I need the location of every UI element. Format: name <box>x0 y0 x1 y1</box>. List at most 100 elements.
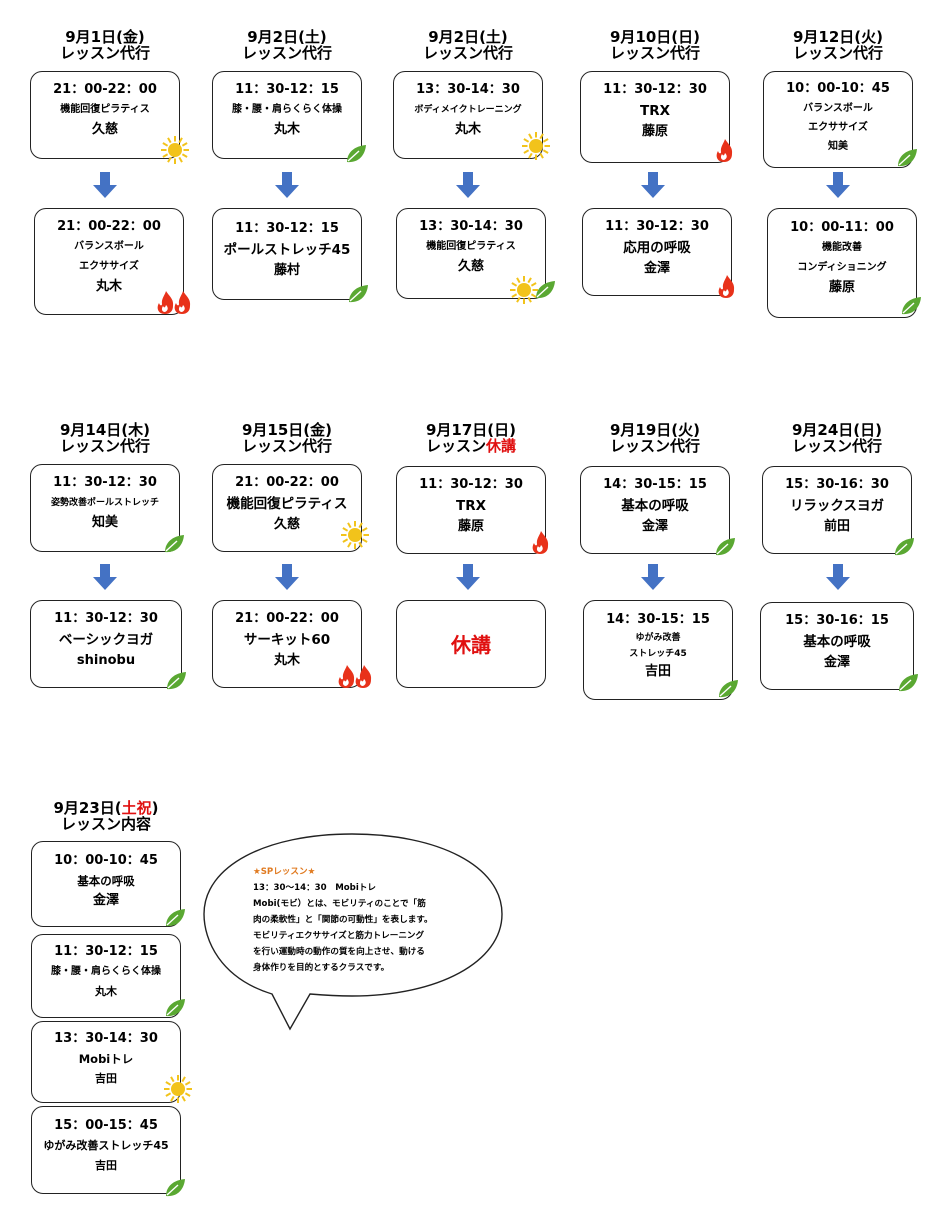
lesson-name: バランスボール <box>803 103 873 114</box>
instructor-name: 藤原 <box>457 519 484 534</box>
bubble-line: 肉の柔軟性」と「関節の可動性」を表します。 <box>253 915 433 925</box>
instructor-name: 金澤 <box>641 519 668 534</box>
fire-icon <box>157 291 191 314</box>
lesson-time: 14：30-15：15 <box>603 477 707 492</box>
notice-title: レッスン代行 <box>241 44 332 62</box>
instructor-name: 久慈 <box>273 517 300 532</box>
sun-icon <box>522 132 550 160</box>
lesson-name: 姿勢改善ポールストレッチ <box>50 498 159 508</box>
lesson-time: 11：30-12：15 <box>54 944 158 959</box>
leaf-icon <box>347 145 366 163</box>
leaf-icon <box>166 1179 185 1197</box>
instructor-name: 知美 <box>91 515 118 530</box>
lesson-name-cont: エクササイズ <box>79 261 139 272</box>
original-lesson-card: 11：30-12：30 TRX 藤原 <box>396 466 546 554</box>
lesson-time: 10：00-11：00 <box>790 220 894 235</box>
lesson-name-cont: ストレッチ45 <box>629 649 687 659</box>
substitute-lesson-card: 21：00-22：00 サーキット60 丸木 <box>212 600 362 688</box>
instructor-name: 金澤 <box>92 893 119 908</box>
lesson-name-cont: エクササイズ <box>808 122 868 133</box>
notice-title: レッスン代行 <box>791 437 882 455</box>
date-suffix: ) <box>151 799 159 817</box>
substitute-lesson-card: 21：00-22：00 バランスボール エクササイズ 丸木 <box>34 208 184 315</box>
lesson-time: 11：30-12：30 <box>53 475 157 490</box>
fire-icon <box>338 665 372 688</box>
date-heading: 9月14日(木) <box>59 421 151 439</box>
down-arrow-icon <box>456 564 480 590</box>
lesson-name: 機能回復ピラティス <box>60 104 150 115</box>
leaf-icon <box>895 538 914 556</box>
instructor-name: 吉田 <box>95 1159 117 1172</box>
leaf-icon <box>898 149 917 167</box>
lesson-time: 21：00-22：00 <box>57 219 161 234</box>
bubble-line: 身体作りを目的とするクラスです。 <box>253 963 390 973</box>
instructor-name: 藤原 <box>641 124 668 139</box>
lesson-time: 11：30-12：30 <box>419 477 523 492</box>
lesson-name: 基本の呼吸 <box>77 874 135 888</box>
substitute-lesson-card: 11：30-12：15 ポールストレッチ45 藤村 <box>212 208 362 300</box>
substitute-lesson-card: 11：30-12：30 応用の呼吸 金澤 <box>582 208 732 296</box>
down-arrow-icon <box>93 564 117 590</box>
sp-lesson-heading: ★SPレッスン★ <box>253 867 316 877</box>
lesson-time: 21：00-22：00 <box>235 611 339 626</box>
lesson-time: 11：30-12：30 <box>54 611 158 626</box>
notice-title-prefix: レッスン <box>425 437 486 455</box>
notice-title: レッスン代行 <box>241 437 332 455</box>
lesson-name: リラックスヨガ <box>789 498 885 514</box>
lesson-time: 11：30-12：15 <box>235 221 339 236</box>
bubble-line: を行い運動時の動作の質を向上させ、動ける <box>253 947 425 957</box>
lesson-name-cont: コンディショニング <box>797 262 887 273</box>
lesson-name: ゆがみ改善 <box>635 633 681 643</box>
date-heading: 9月15日(金) <box>241 421 333 439</box>
instructor-name: 久慈 <box>91 122 118 137</box>
cancelled-lesson-card: 休講 <box>396 600 546 688</box>
lesson-name: 機能回復ピラティス <box>426 241 516 252</box>
instructor-name: 金澤 <box>643 261 670 276</box>
down-arrow-icon <box>275 172 299 198</box>
lesson-time: 21：00-22：00 <box>235 475 339 490</box>
lesson-card: 15：00-15：45 ゆがみ改善ストレッチ45 吉田 <box>31 1106 181 1194</box>
date-heading: 9月10日(日) <box>609 28 701 46</box>
substitute-lesson-card: 11：30-12：30 ベーシックヨガ shinobu <box>30 600 182 688</box>
lesson-time: 10：00-10：45 <box>54 853 158 868</box>
original-lesson-card: 11：30-12：30 姿勢改善ポールストレッチ 知美 <box>30 464 180 552</box>
notice-title: レッスン代行 <box>59 44 150 62</box>
notice-title: レッスン代行 <box>59 437 150 455</box>
date-heading: 9月12日(火) <box>792 28 884 46</box>
leaf-icon <box>166 909 185 927</box>
lesson-name: 膝・腰・肩らくらく体操 <box>51 966 161 977</box>
leaf-icon <box>719 680 738 698</box>
lesson-card: 13：30-14：30 Mobiトレ 吉田 <box>31 1021 181 1103</box>
instructor-name: 吉田 <box>95 1072 117 1085</box>
lesson-time: 10：00-10：45 <box>786 81 890 96</box>
down-arrow-icon <box>93 172 117 198</box>
notice-title: レッスン代行 <box>422 44 513 62</box>
lesson-name: バランスボール <box>74 241 144 252</box>
leaf-icon <box>899 674 918 692</box>
lesson-time: 11：30-12：30 <box>603 82 707 97</box>
down-arrow-icon <box>456 172 480 198</box>
down-arrow-icon <box>641 172 665 198</box>
lesson-name: 膝・腰・肩らくらく体操 <box>232 104 342 115</box>
instructor-name: 丸木 <box>273 653 300 668</box>
holiday-label: 土祝 <box>121 799 152 817</box>
fire-icon <box>718 275 735 298</box>
instructor-name: 久慈 <box>457 259 484 274</box>
bubble-line: Mobi(モビ）とは、モビリティのことで「筋 <box>253 899 426 909</box>
substitute-lesson-card: 10：00-11：00 機能改善 コンディショニング 藤原 <box>767 208 917 318</box>
speech-bubble <box>203 833 503 1031</box>
sun-icon <box>510 276 538 304</box>
lesson-time: 15：30-16：30 <box>785 477 889 492</box>
original-lesson-card: 14：30-15：15 基本の呼吸 金澤 <box>580 466 730 554</box>
cancelled-label: 休講 <box>451 633 491 657</box>
original-lesson-card: 15：30-16：30 リラックスヨガ 前田 <box>762 466 912 554</box>
sun-icon <box>161 136 189 164</box>
leaf-icon <box>902 297 921 315</box>
lesson-time: 11：30-12：30 <box>605 219 709 234</box>
instructor-name: 丸木 <box>95 985 117 998</box>
down-arrow-icon <box>826 172 850 198</box>
original-lesson-card: 11：30-12：15 膝・腰・肩らくらく体操 丸木 <box>212 71 362 159</box>
leaf-icon <box>167 672 186 690</box>
lesson-time: 15：00-15：45 <box>54 1118 158 1133</box>
instructor-name: 丸木 <box>95 279 122 294</box>
